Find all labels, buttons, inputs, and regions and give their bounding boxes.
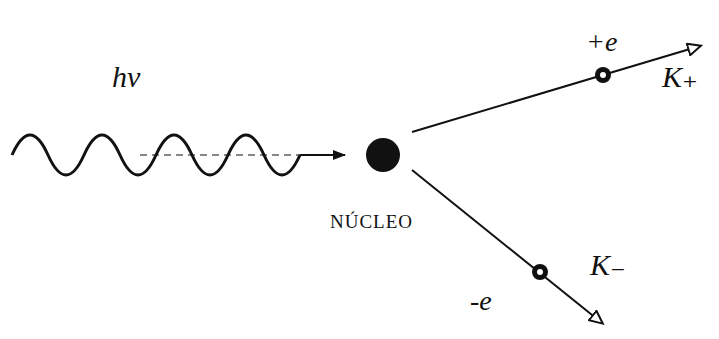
electron-track: [412, 170, 602, 323]
nucleus-label: NÚCLEO: [330, 212, 413, 231]
electron-energy-label: K₋: [590, 250, 626, 280]
electron-label: -e: [470, 287, 492, 315]
nucleus: [366, 138, 400, 172]
positron-energy-label: K₊: [662, 62, 698, 92]
electron-dot-center: [537, 269, 543, 275]
photon-energy-label: hν: [112, 62, 140, 92]
photon-arrow: [300, 154, 345, 156]
positron-dot-center: [600, 72, 606, 78]
electron-dot: [532, 264, 548, 280]
photon-wave: [12, 135, 300, 175]
wave-axis: [140, 154, 300, 155]
positron-label: +e: [586, 28, 617, 56]
positron-dot: [595, 67, 611, 83]
positron-track: [412, 46, 700, 132]
